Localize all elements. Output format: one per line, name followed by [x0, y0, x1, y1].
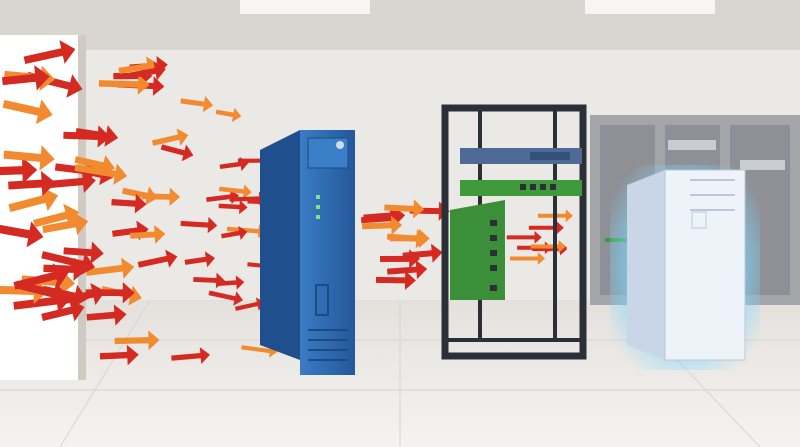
arrow-icon: [409, 201, 450, 221]
arrow-icon: [23, 40, 76, 64]
arrow-icon: [528, 221, 564, 235]
arrow-icon: [86, 304, 127, 326]
arrow-icon: [0, 221, 44, 248]
arrow-icon: [193, 272, 226, 289]
arrow-icon: [241, 344, 278, 358]
network-switch-blue: [460, 148, 582, 164]
arrow-icon: [234, 297, 265, 311]
arrow-icon: [215, 107, 242, 123]
arrow-icon: [63, 125, 111, 148]
ceiling-light: [240, 0, 370, 14]
arrow-icon: [111, 193, 147, 214]
arrow-icon: [206, 189, 240, 205]
arrow-icon: [387, 229, 428, 249]
arrow-icon: [99, 344, 139, 366]
arrow-icon: [13, 263, 70, 290]
arrow-icon: [387, 259, 428, 280]
arrow-icon: [171, 347, 210, 364]
arrow-icon: [208, 290, 243, 306]
arrow-icon: [221, 225, 248, 241]
arrow-icon: [384, 199, 425, 219]
arrow-icon: [379, 249, 421, 269]
arrow-icon: [21, 270, 76, 295]
arrow-icon: [1, 65, 50, 91]
arrow-icon: [74, 163, 128, 185]
arrow-icon: [41, 251, 96, 276]
arrow-icon: [375, 270, 416, 290]
arrow-icon: [402, 243, 443, 263]
arrow-icon: [2, 99, 53, 125]
arrow-icon: [114, 330, 160, 351]
arrow-icon: [85, 282, 135, 304]
arrow-icon: [130, 224, 166, 244]
arrow-icon: [218, 184, 252, 199]
arrow-icon: [0, 157, 38, 184]
arrow-icon: [33, 203, 80, 228]
arrow-icon: [229, 191, 267, 206]
arrow-icon: [160, 144, 194, 162]
incoming-traffic-arrows: [0, 40, 652, 366]
blue-firewall-server: [260, 130, 355, 375]
arrow-icon: [98, 74, 150, 95]
arrow-icon: [42, 212, 89, 236]
arrow-icon: [180, 96, 214, 113]
arrow-icon: [85, 257, 135, 279]
arrow-icon: [47, 169, 96, 194]
arrow-icon: [63, 241, 104, 264]
arrow-icon: [184, 251, 215, 268]
arrow-icon: [180, 216, 218, 234]
arrow-icon: [121, 186, 158, 206]
network-board-green: [450, 200, 505, 300]
arrow-icon: [125, 61, 166, 81]
arrow-icon: [219, 156, 249, 172]
arrow-icon: [142, 187, 180, 206]
window-frame: [78, 35, 86, 380]
network-switch-green: [460, 180, 582, 196]
arrow-icon: [8, 171, 56, 197]
arrow-icon: [137, 249, 178, 268]
arrow-icon: [530, 240, 566, 253]
ceiling-light: [585, 0, 715, 14]
arrow-icon: [8, 186, 59, 212]
arrow-icon: [506, 230, 542, 244]
arrow-icon: [362, 215, 403, 235]
arrow-icon: [218, 275, 245, 290]
arrow-icon: [151, 128, 189, 146]
arrow-icon: [510, 252, 546, 265]
arrow-icon: [3, 145, 55, 171]
arrow-icon: [15, 280, 68, 306]
protected-white-server: [610, 165, 760, 370]
arrow-icon: [218, 199, 248, 215]
